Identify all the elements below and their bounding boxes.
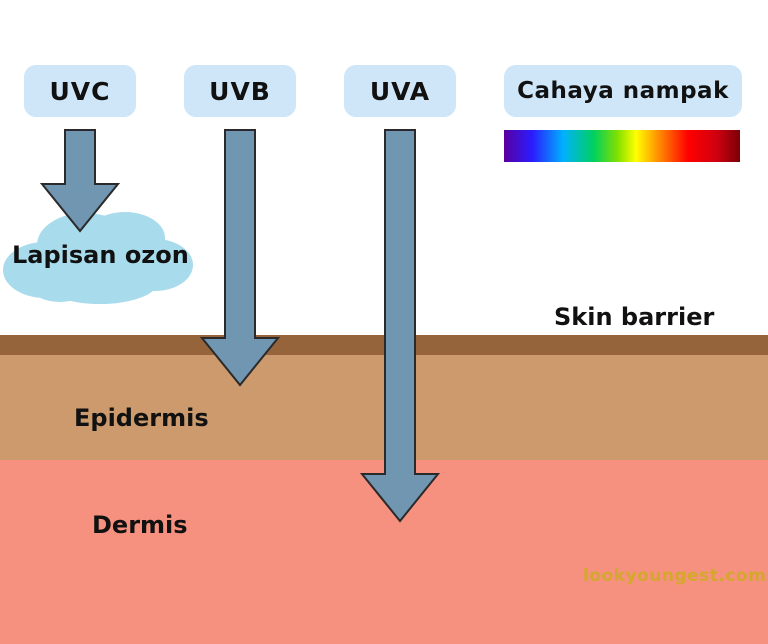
uva-label: UVA	[344, 65, 456, 117]
dermis-label: Dermis	[92, 511, 188, 539]
epidermis-label: Epidermis	[74, 404, 209, 432]
visible-light-label: Cahaya nampak	[504, 65, 742, 117]
uvc-label: UVC	[24, 65, 136, 117]
ozone-layer-label: Lapisan ozon	[12, 241, 189, 269]
uva-arrow	[359, 129, 441, 523]
ozone-cloud	[3, 212, 193, 304]
uvc-arrow	[39, 129, 121, 233]
skin-barrier-label: Skin barrier	[554, 303, 715, 331]
uvb-label: UVB	[184, 65, 296, 117]
uvb-arrow	[199, 129, 281, 387]
watermark: lookyoungest.com	[583, 566, 767, 586]
visible-spectrum-bar	[504, 130, 740, 162]
